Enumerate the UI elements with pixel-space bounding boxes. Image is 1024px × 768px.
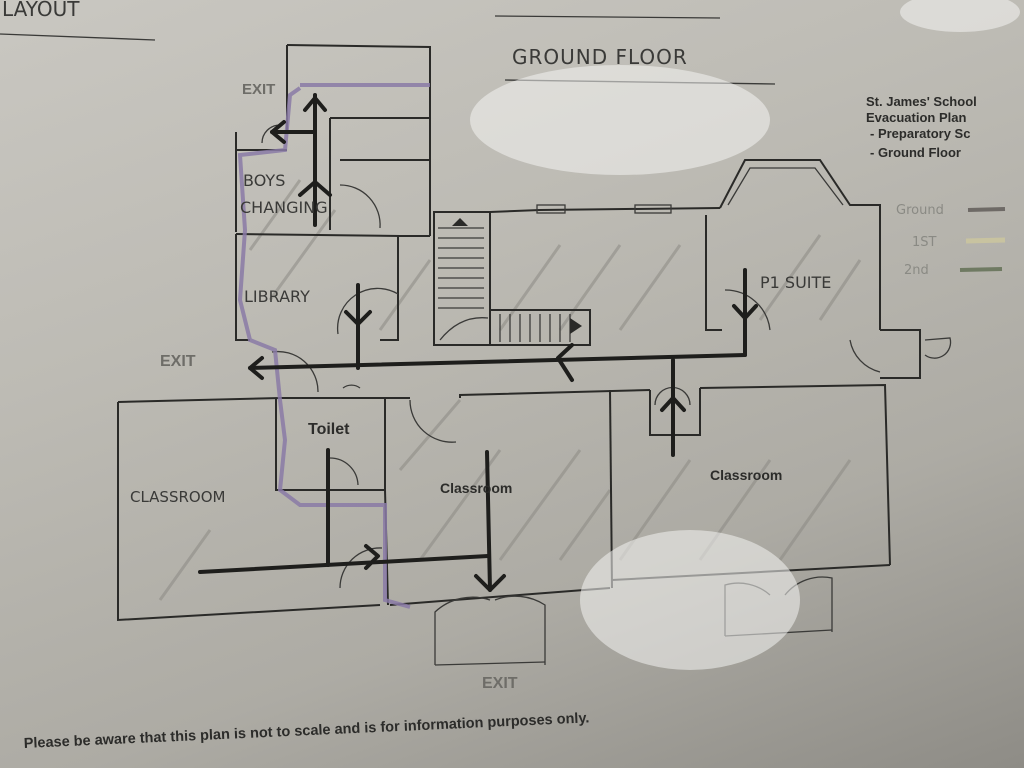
escape-routes [198,93,758,592]
highlighted-route-path [237,86,411,609]
route-arrow-down-icon [344,310,372,326]
route-arrow-down-icon [732,304,758,320]
plan-info: St. James' School Evacuation Plan - Prep… [866,94,977,160]
room-labels: BOYS CHANGING LIBRARY P1 SUITE Toilet CL… [130,171,831,506]
room-label-library: LIBRARY [244,287,310,306]
route-arrow-up-icon [660,396,686,412]
legend-swatch-second [959,267,1003,272]
route-arrow-left-icon [556,343,574,382]
route-arrow-left-icon [270,120,286,144]
room-label-classroom-left: CLASSROOM [130,488,225,506]
route-arrow-down-icon [474,574,506,592]
room-label-p1-suite: P1 SUITE [760,273,831,292]
route-arrow-left-icon [248,356,264,380]
room-label-classroom-center: Classroom [440,480,512,496]
plan-floor: - Ground Floor [870,145,961,160]
walls [117,44,921,622]
legend-swatch-first [965,237,1006,244]
plan-type: Evacuation Plan [866,110,966,125]
staircase [438,218,582,342]
photo-glare [470,65,770,175]
legend-label-first: 1ST [912,235,937,250]
torn-layout-label: LAYOUT [2,0,80,21]
exit-label-top-left: EXIT [242,81,275,98]
route-arrow-up-icon [303,96,327,112]
header-underline-top [494,15,721,19]
route-arrow-up-icon [298,180,332,197]
room-label-changing: CHANGING [240,198,328,217]
photo-glare [580,530,800,670]
room-label-classroom-right: Classroom [710,467,782,483]
plan-section: - Preparatory Sc [870,126,970,141]
floor-hatching [158,179,862,601]
exit-label-left: EXIT [160,353,196,370]
legend-swatch-ground [967,207,1006,212]
route-arrow-right-icon [364,544,380,570]
floor-title: GROUND FLOOR [512,45,688,69]
room-label-toilet: Toilet [308,421,350,438]
exit-labels: EXIT EXIT EXIT [160,81,518,692]
photo-glare [900,0,1020,32]
room-label-boys: BOYS [243,171,285,190]
disclaimer-text: Please be aware that this plan is not to… [23,710,589,752]
legend-label-ground: Ground [896,203,944,218]
stair-direction-arrow-icon [570,318,582,334]
legend-label-second: 2nd [904,263,929,278]
stair-up-arrow-icon [452,218,468,226]
exit-label-bottom: EXIT [482,675,518,692]
legend: Ground 1ST 2nd [896,203,1006,278]
school-name: St. James' School [866,94,977,109]
header-underline-left [0,33,156,41]
